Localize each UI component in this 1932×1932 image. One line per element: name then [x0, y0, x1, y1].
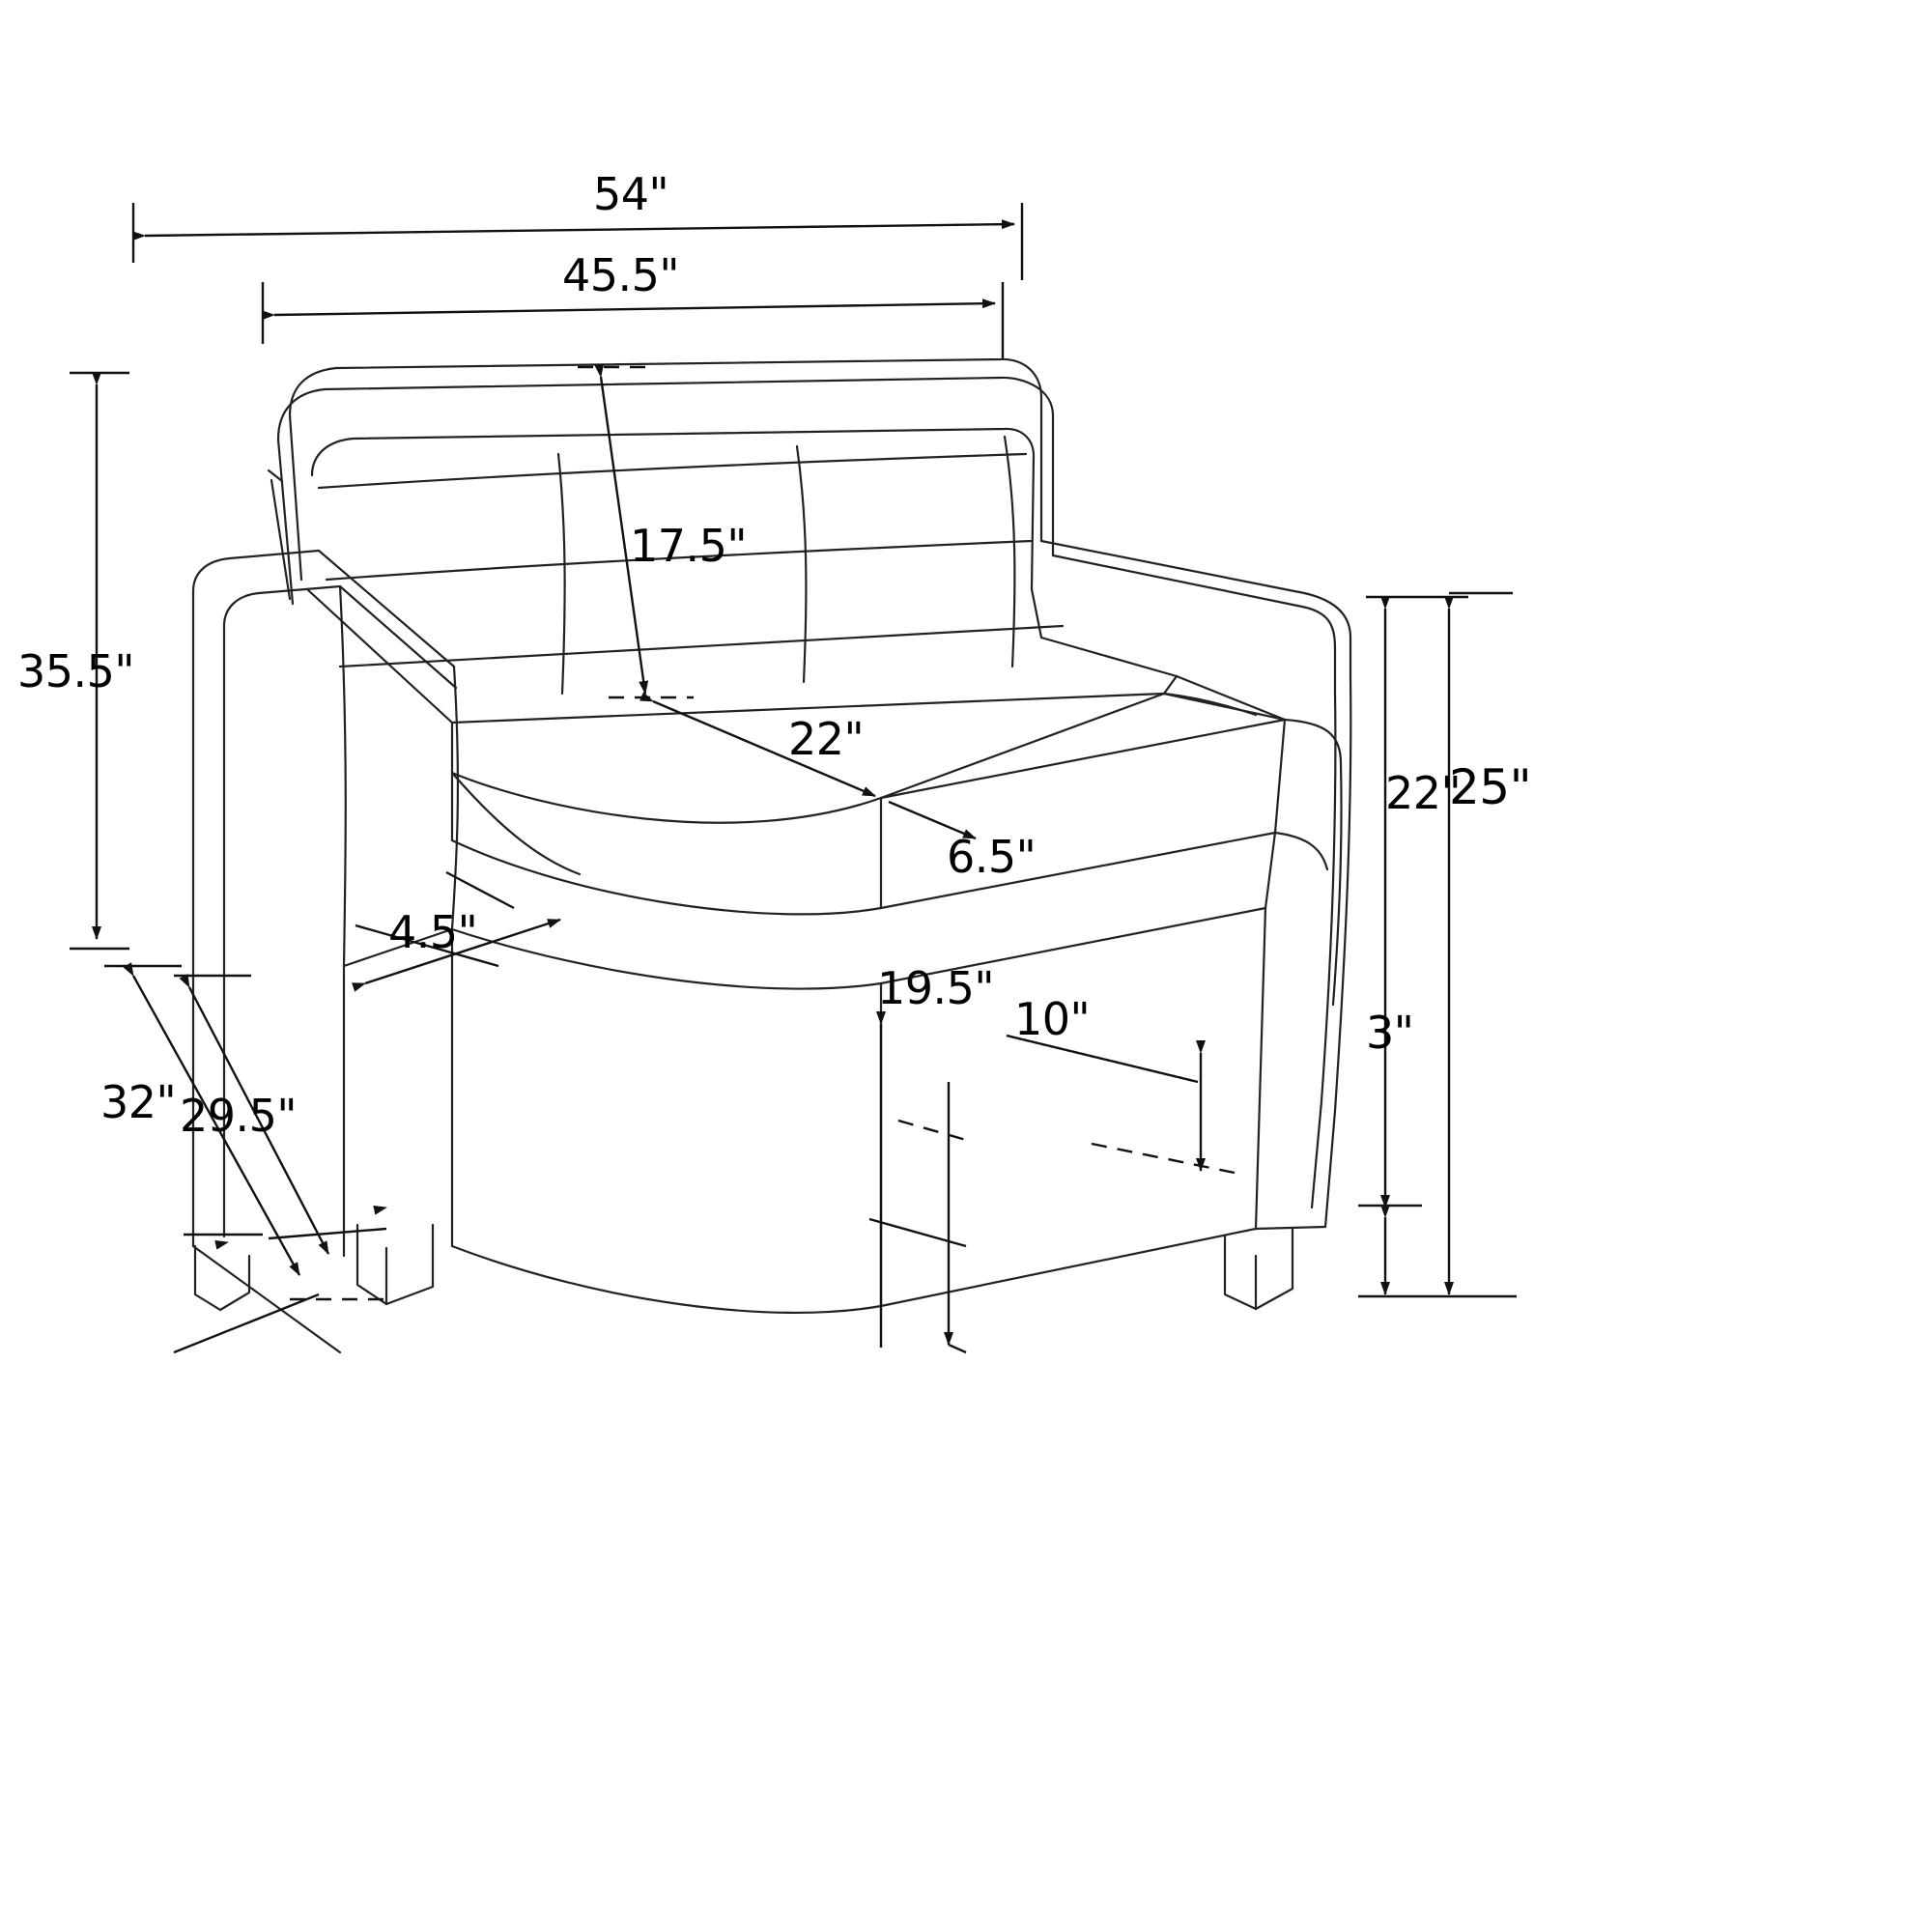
dimension-label-seat-depth: 22" [788, 713, 865, 765]
dimension-label-arm-width: 4.5" [388, 906, 478, 958]
ext-line-45-right [445, 870, 515, 910]
ext-line-65-bottom [1091, 1142, 1236, 1175]
dimension-label-overall-depth: 32" [100, 1076, 177, 1128]
dim-295-group [174, 974, 330, 1255]
dimension-lines [70, 203, 1517, 1354]
dim-arrow-455 [261, 298, 996, 321]
dimension-label-inside-depth: 29.5" [180, 1090, 298, 1142]
dimension-label-backrest-height: 17.5" [630, 520, 748, 572]
dimension-label-leg-height: 3" [1366, 1007, 1414, 1059]
dim-arrow-22-seat-depth [639, 692, 876, 798]
dimension-label-under-frame-height: 10" [1014, 993, 1091, 1045]
dimension-label-overall-width: 54" [593, 168, 669, 220]
tick-10-bottom [948, 1343, 967, 1354]
dimension-label-inside-width: 45.5" [562, 249, 680, 301]
leader-65 [1006, 1034, 1199, 1084]
dimension-label-overall-height: 35.5" [17, 645, 135, 697]
sofa-outline [191, 357, 1352, 1354]
ext-line-10-top [897, 1119, 967, 1142]
leader-22-seat-depth [888, 800, 977, 840]
ext-line-32-bottom [173, 1293, 320, 1354]
dimension-label-back-height: 25" [1449, 759, 1532, 815]
ext-line-195-floor [868, 1217, 967, 1248]
dimension-label-seat-height: 19.5" [877, 962, 995, 1014]
dim-arrow-295 [179, 974, 330, 1255]
dim-arrow-45 [352, 918, 561, 992]
dim-arrow-175 [594, 363, 649, 695]
dim-arrow-54 [131, 219, 1015, 242]
dimension-label-arm-height: 22" [1385, 767, 1462, 819]
dimension-label-cushion-thickness: 6.5" [947, 831, 1037, 883]
